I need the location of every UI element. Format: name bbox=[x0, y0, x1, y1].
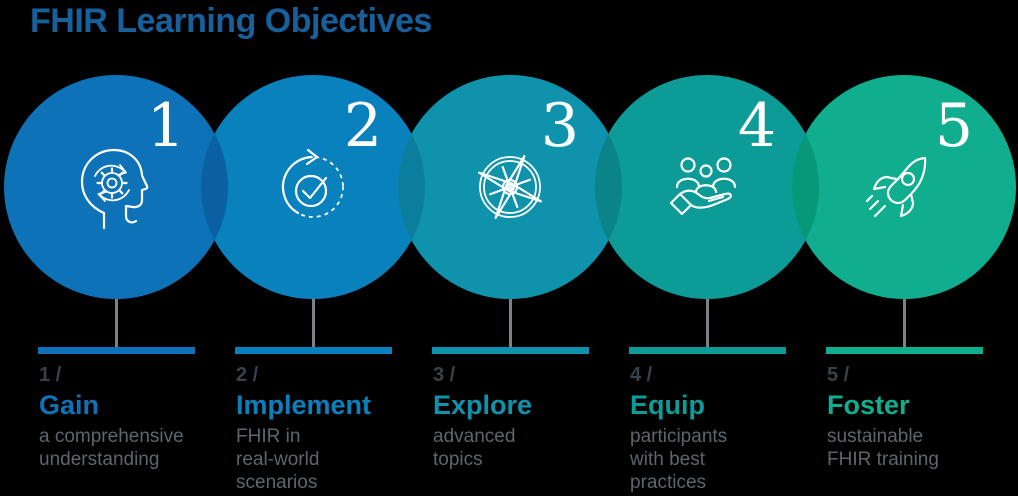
head-gear-icon bbox=[80, 148, 149, 229]
objective-description: sustainable FHIR training bbox=[827, 426, 939, 470]
check-cycle-icon bbox=[281, 148, 345, 219]
underline-bar bbox=[629, 347, 786, 354]
circle-5 bbox=[792, 75, 1016, 299]
circle-number: 3 bbox=[540, 91, 580, 161]
objective-label: Foster bbox=[827, 390, 910, 420]
compass-icon bbox=[478, 155, 542, 219]
objective-label: Implement bbox=[236, 390, 372, 420]
connector-line bbox=[706, 299, 709, 347]
objective-prefix: 4 / bbox=[630, 364, 653, 386]
objective-caption: 2 / Implement FHIR in real-world scenari… bbox=[236, 363, 426, 494]
underline-bar bbox=[826, 347, 983, 354]
objective-prefix: 2 / bbox=[236, 364, 259, 386]
objective-prefix: 1 / bbox=[39, 364, 62, 386]
connector-line bbox=[115, 299, 118, 347]
objective-description: FHIR in real-world scenarios bbox=[236, 426, 320, 493]
people-hand-icon bbox=[669, 157, 737, 216]
circle-number: 5 bbox=[934, 91, 974, 161]
circle-2 bbox=[201, 75, 425, 299]
objective-caption: 3 / Explore advanced topics bbox=[433, 363, 623, 471]
objective-prefix: 3 / bbox=[433, 364, 456, 386]
page-title: FHIR Learning Objectives bbox=[30, 2, 432, 40]
circle-number: 2 bbox=[343, 91, 383, 161]
objective-prefix: 5 / bbox=[827, 364, 850, 386]
objective-caption: 1 / Gain a comprehensive understanding bbox=[39, 363, 229, 471]
circle-number: 1 bbox=[146, 91, 186, 161]
underline-bar bbox=[432, 347, 589, 354]
objective-description: a comprehensive understanding bbox=[39, 426, 184, 470]
rocket-icon bbox=[865, 156, 927, 218]
circle-1 bbox=[4, 75, 228, 299]
objective-label: Gain bbox=[39, 390, 100, 420]
objective-label: Equip bbox=[630, 390, 705, 420]
connector-line bbox=[903, 299, 906, 347]
circle-4 bbox=[595, 75, 819, 299]
underline-bar bbox=[235, 347, 392, 354]
connector-line bbox=[509, 299, 512, 347]
objective-caption: 5 / Foster sustainable FHIR training bbox=[827, 363, 1017, 471]
objective-description: participants with best practices bbox=[630, 426, 728, 493]
objective-label: Explore bbox=[433, 390, 533, 420]
underline-bar bbox=[38, 347, 195, 354]
circle-number: 4 bbox=[737, 91, 777, 161]
connector-line bbox=[312, 299, 315, 347]
objective-description: advanced topics bbox=[433, 426, 516, 470]
objective-caption: 4 / Equip participants with best practic… bbox=[630, 363, 820, 494]
objectives-circles-graphic bbox=[4, 75, 1016, 299]
